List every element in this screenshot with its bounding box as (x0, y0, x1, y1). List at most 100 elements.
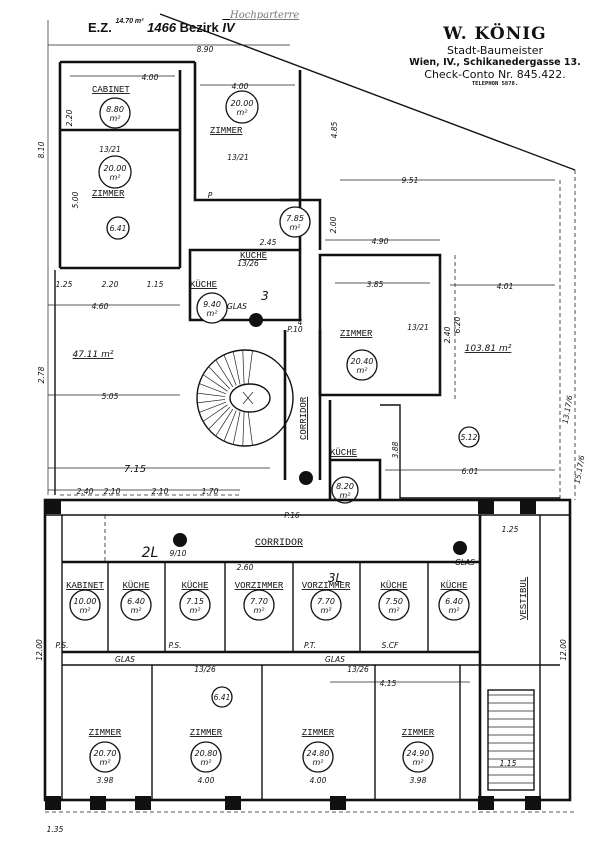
stair-step (242, 411, 245, 446)
dim: 2.60 (237, 563, 254, 572)
dim: 1.35 (47, 825, 64, 834)
window-mark: 13/26 (347, 665, 369, 674)
area-value: 7.70 (250, 597, 268, 606)
area-unit: m² (207, 309, 219, 318)
area-value: 20.80 (195, 749, 218, 758)
room-label-zimmer-right: ZIMMER (340, 329, 373, 339)
area-value: 6.40 (127, 597, 145, 606)
area-value: 24.90 (407, 749, 430, 758)
vestibul-label: VESTIBUL (519, 577, 529, 620)
room-width: 3.98 (410, 776, 427, 785)
dim: 12.00 (35, 639, 44, 661)
area-value: 7.50 (385, 597, 403, 606)
architect-address: Wien, IV., Schikanedergasse 13. (409, 57, 581, 68)
area-unit: m² (389, 606, 401, 615)
dim: 3.88 (391, 441, 400, 458)
stair-step (202, 374, 228, 392)
note-circle: 6.41 (211, 686, 233, 708)
district-label: Bezirk (179, 20, 219, 35)
stair-step (242, 350, 245, 385)
upper-dimension-values: 8.90 4.00 4.00 8.10 5.00 2.20 4.85 2.78 … (37, 45, 587, 496)
area-unit: m² (357, 366, 369, 375)
room-label: KÜCHE (380, 580, 407, 591)
stair-steps (197, 350, 253, 446)
dim: 2.40 (443, 326, 452, 343)
area-value: 20.40 (351, 357, 374, 366)
stove-icon (173, 533, 187, 547)
area-value: 20.00 (231, 99, 254, 108)
ez-number: 1466 (147, 20, 177, 35)
dim: 2.45 (260, 238, 277, 247)
unit-number: 3 (261, 289, 269, 303)
dim: 4.90 (372, 237, 389, 246)
room-label: ZIMMER (402, 728, 435, 738)
wall-pier (478, 500, 494, 514)
lower-wing-walls (43, 498, 575, 813)
area-unit: m² (131, 606, 143, 615)
area-unit: m² (190, 606, 202, 615)
straight-staircase (487, 689, 535, 791)
dim: 13.17/6 (561, 394, 575, 424)
room-label: ZIMMER (302, 728, 335, 738)
room-label-zimmer-top: ZIMMER (210, 126, 243, 136)
area-unit: m² (110, 114, 122, 123)
wall-pier (90, 796, 106, 810)
architect-account: Check-Conto Nr. 845.422. (424, 68, 566, 81)
upper-dimension-lines (47, 20, 555, 495)
stair-step (197, 392, 226, 397)
room-label: KABINET (66, 581, 104, 591)
area-value: 7.85 (286, 214, 304, 223)
dim: 8.10 (37, 141, 46, 158)
window-mark: 13/21 (227, 153, 249, 162)
stair-step (208, 406, 231, 430)
stair-step (223, 410, 237, 442)
area-unit: m² (100, 758, 112, 767)
dim: 2.78 (37, 366, 46, 383)
dim: 1.70 (202, 487, 219, 496)
room-label: ZIMMER (190, 728, 223, 738)
dim: 1.15 (500, 759, 517, 768)
wall-pier (225, 796, 241, 810)
stair-step (197, 399, 226, 404)
room-label-kueche-small: KÜCHE (240, 250, 267, 261)
room-width: 3.98 (97, 776, 114, 785)
area-unit: m² (80, 606, 92, 615)
stove-icon (249, 313, 263, 327)
area-value: 6.40 (445, 597, 463, 606)
corridor-label-lower: CORRIDOR (255, 538, 303, 549)
stair-step (215, 359, 234, 388)
ps-mark: P.S. (168, 641, 181, 650)
dim: 2.10 (104, 487, 121, 496)
district-number: IV (222, 20, 235, 35)
ps-mark: S.CF (382, 641, 399, 650)
dim: 1.15 (147, 280, 164, 289)
courtyard-area-left: 47.11 m² (72, 350, 113, 360)
area-unit: m² (340, 491, 352, 500)
architect-stamp: W. KÖNIG Stadt-Baumeister Wien, IV., Sch… (395, 24, 595, 87)
window-mark: 13/21 (99, 145, 121, 154)
dim: 12.00 (559, 639, 568, 661)
dim: 3.85 (367, 280, 384, 289)
note-circle: 5.12 (458, 426, 480, 448)
dim: 4.00 (142, 73, 159, 82)
architect-name: W. KÖNIG (443, 24, 547, 44)
area-unit: m² (321, 606, 333, 615)
room-label-kueche: KÜCHE (190, 279, 217, 290)
area-value: 7.70 (317, 597, 335, 606)
courtyard-area-right: 103.81 m² (465, 344, 512, 354)
note-value: 5.12 (461, 433, 478, 442)
